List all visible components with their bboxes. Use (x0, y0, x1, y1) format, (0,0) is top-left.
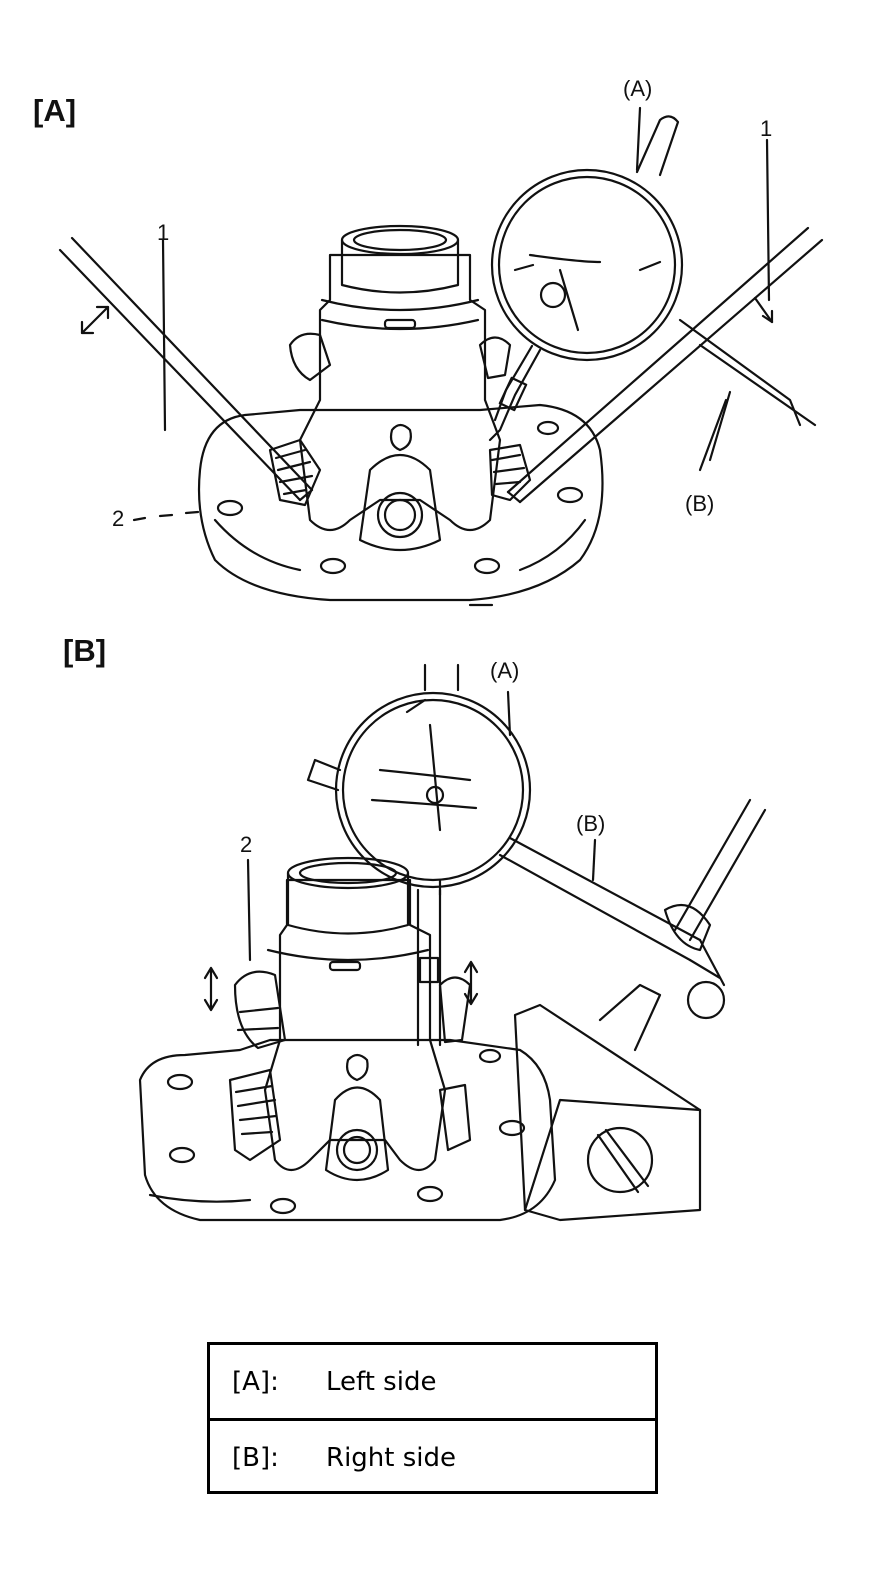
bolt-hole (166, 1073, 194, 1091)
panel-a-gear-right (488, 443, 532, 502)
legend-table: [A]: Left side [B]: Right side (207, 1342, 658, 1494)
panel-b-gear-right (438, 1083, 472, 1152)
panel-a-stand (678, 318, 802, 427)
bolt-hole (168, 1146, 196, 1164)
bolt-hole (536, 420, 560, 436)
bolt-hole (473, 557, 501, 575)
panel-a-column (298, 253, 502, 532)
legend-row: [A]: Left side (210, 1345, 655, 1421)
panel-a-label: [A] (33, 93, 77, 128)
legend-value: Right side (326, 1442, 456, 1473)
panel-a-dial-gauge (490, 168, 684, 362)
panel-b-gear-left (228, 1068, 282, 1162)
panel-a-callout-stand: (B) (685, 491, 715, 516)
panel-b-label: [B] (63, 633, 107, 668)
legend-row: [B]: Right side (210, 1421, 655, 1494)
bolt-hole (216, 499, 244, 517)
panel-a-callout-gauge: (A) (623, 76, 653, 101)
legend-value: Left side (326, 1366, 437, 1397)
panel-a-callout-lever-left: 1 (157, 220, 170, 245)
panel-a-lever-left (58, 248, 302, 502)
panel-b-stand-arm (498, 853, 692, 962)
panel-a-gear-left (268, 438, 322, 507)
panel-a-drawing (58, 106, 824, 607)
panel-b-magnetic-base (513, 1003, 702, 1222)
panel-a-lever-right (506, 226, 810, 494)
legend-key: [B]: (232, 1442, 279, 1473)
bolt-hole (498, 1119, 526, 1137)
panel-b-gauge-stem (423, 663, 460, 692)
panel-a-gauge-stem (635, 115, 680, 177)
bolt-hole (556, 486, 584, 504)
panel-a-housing-base (197, 403, 604, 602)
bolt-hole (319, 557, 347, 575)
bolt-hole (478, 1048, 502, 1064)
legend-key: [A]: (232, 1366, 279, 1397)
panel-b-dial-gauge (334, 691, 532, 889)
panel-b-callout-stand: (B) (576, 811, 606, 836)
panel-a-callout-gear: 2 (112, 506, 125, 531)
panel-b-drawing (138, 663, 767, 1222)
panel-b-callout-gauge: (A) (490, 658, 520, 683)
bolt-hole (416, 1185, 444, 1203)
panel-b-housing-base (138, 1038, 557, 1222)
panel-a-callout-lever-right: 1 (760, 116, 773, 141)
panel-b-callout-gear: 2 (240, 832, 253, 857)
bolt-hole (269, 1197, 297, 1215)
